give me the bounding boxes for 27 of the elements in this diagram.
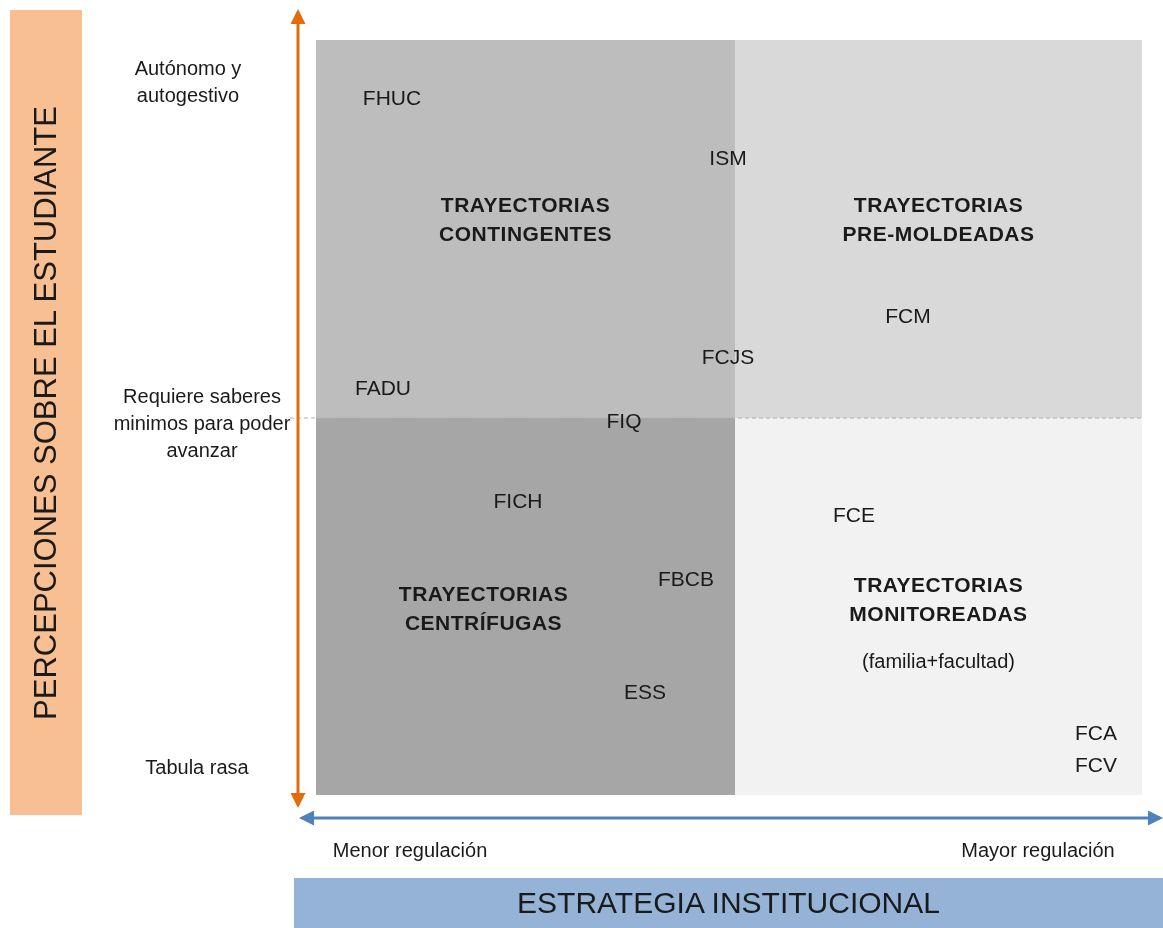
faculty-label: FCE (832, 501, 876, 527)
faculty-label: FBCB (657, 565, 715, 591)
axis-label: Mayor regulación (960, 837, 1116, 863)
quadrant-title: TRAYECTORIAS CENTRÍFUGAS (397, 581, 570, 636)
axis-title-band (10, 10, 82, 815)
quadrant-title: TRAYECTORIAS CONTINGENTES (438, 192, 613, 247)
faculty-label: FIQ (605, 407, 643, 433)
axis-title-band (294, 878, 1163, 928)
faculty-label: ESS (623, 678, 667, 704)
axis-label: Menor regulación (331, 837, 489, 863)
faculty-label: ISM (708, 144, 748, 170)
faculty-label: FCV (1074, 751, 1118, 777)
quadrant-subtitle: (familia+facultad) (861, 650, 1016, 673)
quadrant-title: TRAYECTORIAS MONITOREADAS (848, 572, 1029, 627)
axis-title: ESTRATEGIA INSTITUCIONAL (517, 886, 940, 920)
axis-label: Requiere saberes minimos para poder avanzar (112, 383, 292, 463)
quadrant-panel (735, 418, 1142, 795)
axis-title: PERCEPCIONES SOBRE EL ESTUDIANTE (28, 105, 64, 720)
quadrant-title: TRAYECTORIAS PRE-MOLDEADAS (841, 192, 1036, 247)
axis-label: Tabula rasa (144, 754, 250, 780)
faculty-label: FCA (1074, 719, 1118, 745)
faculty-label: FICH (492, 487, 544, 513)
faculty-label: FHUC (361, 84, 423, 110)
faculty-label: FADU (354, 374, 412, 400)
faculty-label: FCM (884, 302, 932, 328)
axis-label: Autónomo y autogestivo (133, 56, 243, 108)
faculty-label: FCJS (700, 343, 756, 369)
